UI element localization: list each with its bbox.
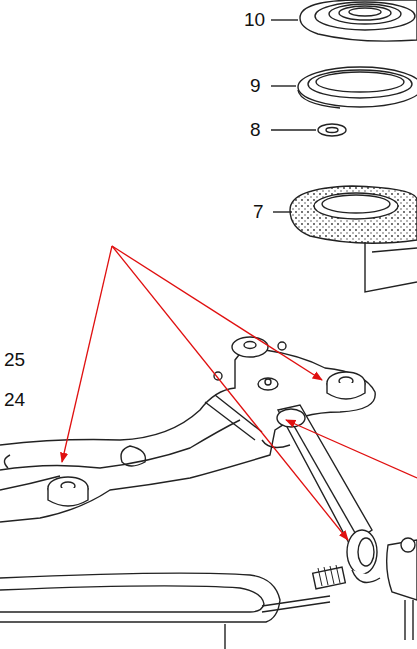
- callout-number: 10: [244, 10, 265, 30]
- callout-number: 24: [4, 390, 25, 410]
- ball-joint: [387, 538, 417, 640]
- spring-seat-ring: [298, 67, 417, 108]
- subframe: [0, 349, 375, 522]
- callout-number: 7: [253, 202, 264, 222]
- control-arm: [262, 405, 372, 545]
- callout-number: 25: [4, 350, 25, 370]
- top-mount: [300, 0, 417, 41]
- red-arrows: [62, 246, 417, 540]
- arm-bushing: [347, 530, 380, 583]
- stabilizer-bar: [0, 565, 345, 649]
- washer: [318, 124, 346, 136]
- callout-number: 8: [250, 120, 261, 140]
- callout-number: 9: [250, 76, 261, 96]
- rubber-pad: [290, 186, 417, 292]
